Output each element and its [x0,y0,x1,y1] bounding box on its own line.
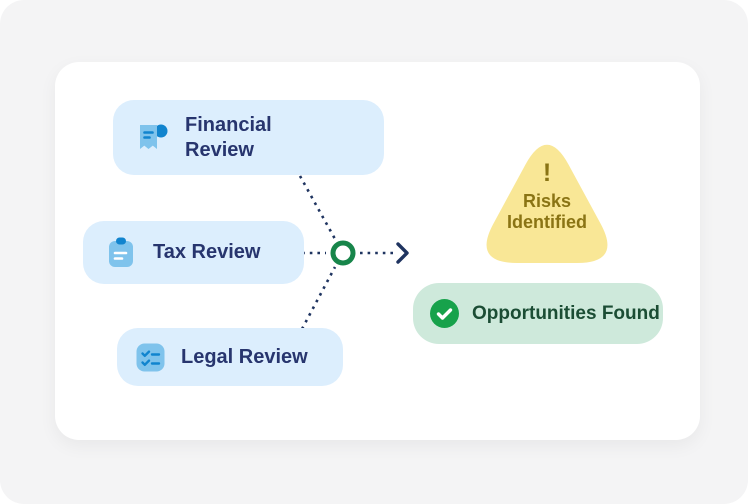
warning-triangle-shape [486,144,608,263]
check-icon [430,299,459,328]
merge-node [330,240,356,266]
arrow-head-icon [396,242,409,264]
node-financial-review: Financial Review [113,100,384,175]
connector-legal [300,266,337,330]
diagram-card: Financial Review Tax Review Legal Review [55,62,700,440]
warning-content: ! Risks Identified [472,125,622,265]
exclamation-icon: ! [542,159,552,187]
node-label: Opportunities Found [472,302,660,324]
connector-financial [298,175,337,240]
clipboard-icon [109,237,133,267]
node-label: Legal Review [181,345,308,368]
checklist-icon [136,343,165,371]
node-label: Tax Review [153,241,261,264]
node-label: Risks Identified [507,191,587,232]
node-legal-review: Legal Review [117,328,343,386]
node-opportunities-found: Opportunities Found [413,283,663,344]
node-tax-review: Tax Review [83,221,304,284]
node-risks-identified: ! Risks Identified [472,125,622,265]
node-label: Financial Review [185,114,272,161]
receipt-icon [140,124,168,149]
